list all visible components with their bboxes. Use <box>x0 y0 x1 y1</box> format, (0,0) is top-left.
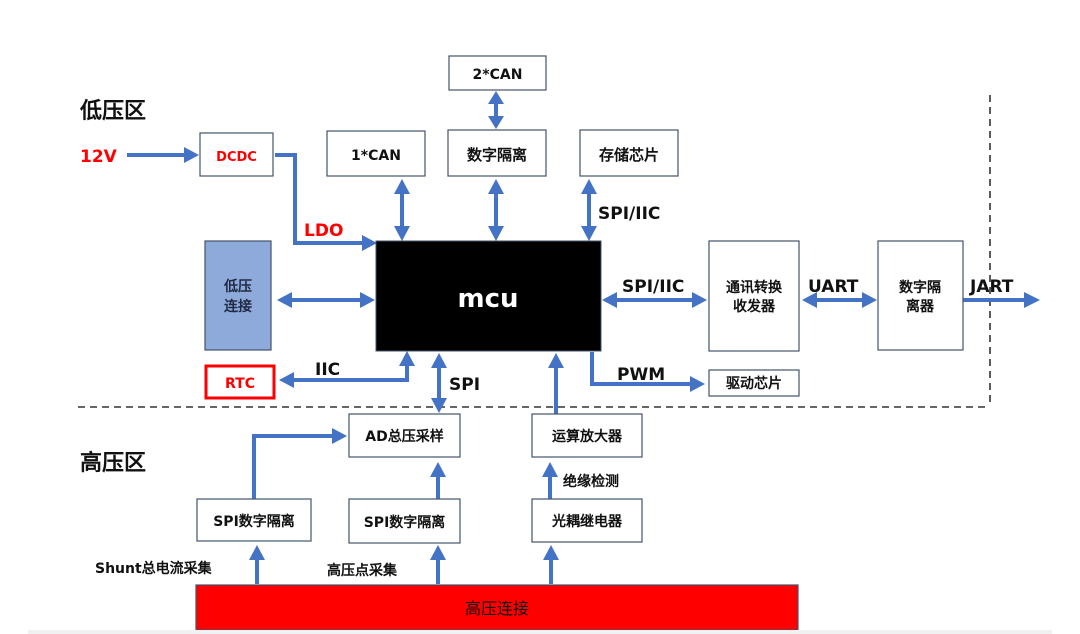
arrowhead-down <box>488 226 504 241</box>
shunt-current-label: Shunt总电流采集 <box>95 560 213 577</box>
low-voltage-connector-block[interactable]: 低压 连接 <box>204 240 272 351</box>
can1-block[interactable]: 1*CAN <box>326 130 426 177</box>
spi-isolation-mid-label: SPI数字隔离 <box>364 514 446 531</box>
arrowhead-up <box>430 462 446 477</box>
op-amp-block[interactable]: 运算放大器 <box>531 413 643 458</box>
arrowhead-up <box>249 545 265 560</box>
comm-transceiver-label-line2: 收发器 <box>733 298 776 315</box>
input-12v-label: 12V <box>80 147 118 167</box>
low-voltage-connector-label-line2: 连接 <box>224 298 252 315</box>
optocoupler-relay-label: 光耦继电器 <box>551 513 623 530</box>
driver-chip-block[interactable]: 驱动芯片 <box>708 369 800 397</box>
arrowhead-down <box>394 226 410 241</box>
bottom-divider <box>28 630 1052 634</box>
high-voltage-connector-label: 高压连接 <box>465 599 529 618</box>
driver-chip-label: 驱动芯片 <box>726 375 782 392</box>
wire-spiiso-left-ad <box>252 434 336 499</box>
low-voltage-connector-label-line1: 低压 <box>223 278 252 295</box>
comm-transceiver-block[interactable]: 通讯转换 收发器 <box>708 240 800 352</box>
storage-bus-label: SPI/IIC <box>598 204 660 224</box>
wire-mcu-rtc <box>292 362 409 382</box>
spi-isolation-mid-block[interactable]: SPI数字隔离 <box>348 498 461 544</box>
arrowhead-left <box>802 292 817 308</box>
arrowhead-up <box>488 91 504 104</box>
comm-bus-label: SPI/IIC <box>622 277 684 297</box>
dcdc-block[interactable]: DCDC <box>199 132 274 177</box>
mcu-block[interactable]: mcu <box>375 240 602 352</box>
rtc-bus-label: IIC <box>315 360 340 380</box>
arrowhead-up <box>394 179 410 194</box>
arrowhead-down <box>431 398 447 413</box>
wire-mcu-driver <box>590 352 694 386</box>
wire-dcdc-mcu <box>275 153 366 245</box>
high-voltage-zone-label: 高压区 <box>80 450 146 476</box>
ldo-label: LDO <box>304 221 343 241</box>
arrowhead-down <box>488 116 504 129</box>
op-amp-label: 运算放大器 <box>552 428 623 445</box>
arrowhead-down <box>581 226 597 241</box>
arrowhead-up <box>430 545 446 560</box>
arrowhead-right <box>184 147 199 163</box>
rtc-label: RTC <box>225 376 255 392</box>
dcdc-label: DCDC <box>216 150 257 165</box>
mcu-label: mcu <box>457 284 518 314</box>
arrowhead-right <box>1024 292 1040 308</box>
arrowhead-up <box>488 179 504 194</box>
arrowhead-left <box>277 292 292 308</box>
arrowhead-up <box>548 353 564 368</box>
arrowhead-left <box>279 372 294 388</box>
ad-sampling-label: AD总压采样 <box>365 428 443 445</box>
arrowhead-right <box>692 292 707 308</box>
ad-sampling-block[interactable]: AD总压采样 <box>348 413 461 458</box>
comm-transceiver-label-line1: 通讯转换 <box>726 279 783 296</box>
arrowhead-up <box>542 462 558 477</box>
storage-chip-block[interactable]: 存储芯片 <box>579 129 679 177</box>
spi-isolation-left-label: SPI数字隔离 <box>213 513 295 530</box>
can2-block[interactable]: 2*CAN <box>448 55 547 91</box>
can2-label: 2*CAN <box>473 67 523 83</box>
storage-chip-label: 存储芯片 <box>599 146 659 164</box>
arrowhead-right <box>360 292 375 308</box>
arrowhead-up <box>399 351 415 366</box>
uart-out-label: JART <box>969 277 1014 297</box>
can1-label: 1*CAN <box>351 148 401 164</box>
arrowhead-right <box>362 235 377 251</box>
arrowhead-up <box>543 545 559 560</box>
digital-isolation-top-label: 数字隔离 <box>467 146 527 164</box>
arrowhead-right <box>690 376 705 392</box>
arrowhead-up <box>431 353 447 368</box>
arrowhead-up <box>581 179 597 194</box>
digital-isolator-block[interactable]: 数字隔 离器 <box>877 240 964 351</box>
arrowhead-right <box>862 292 877 308</box>
digital-isolator-label-line2: 离器 <box>906 298 935 315</box>
digital-isolator-label-line1: 数字隔 <box>899 279 941 296</box>
arrowheads <box>184 91 1040 560</box>
digital-isolation-top-block[interactable]: 数字隔离 <box>447 129 547 177</box>
insulation-detect-label: 绝缘检测 <box>563 473 619 490</box>
low-voltage-zone-label: 低压区 <box>79 99 146 124</box>
ad-bus-label: SPI <box>449 375 480 395</box>
hv-point-sampling-label: 高压点采集 <box>327 562 398 579</box>
arrowhead-right <box>332 428 347 444</box>
optocoupler-relay-block[interactable]: 光耦继电器 <box>531 498 643 543</box>
arrowhead-left <box>602 292 617 308</box>
pwm-label: PWM <box>617 365 665 385</box>
spi-isolation-left-block[interactable]: SPI数字隔离 <box>196 498 312 542</box>
rtc-block[interactable]: RTC <box>204 364 276 400</box>
uart-label: UART <box>808 277 859 297</box>
high-voltage-connector-block[interactable]: 高压连接 <box>195 584 799 631</box>
